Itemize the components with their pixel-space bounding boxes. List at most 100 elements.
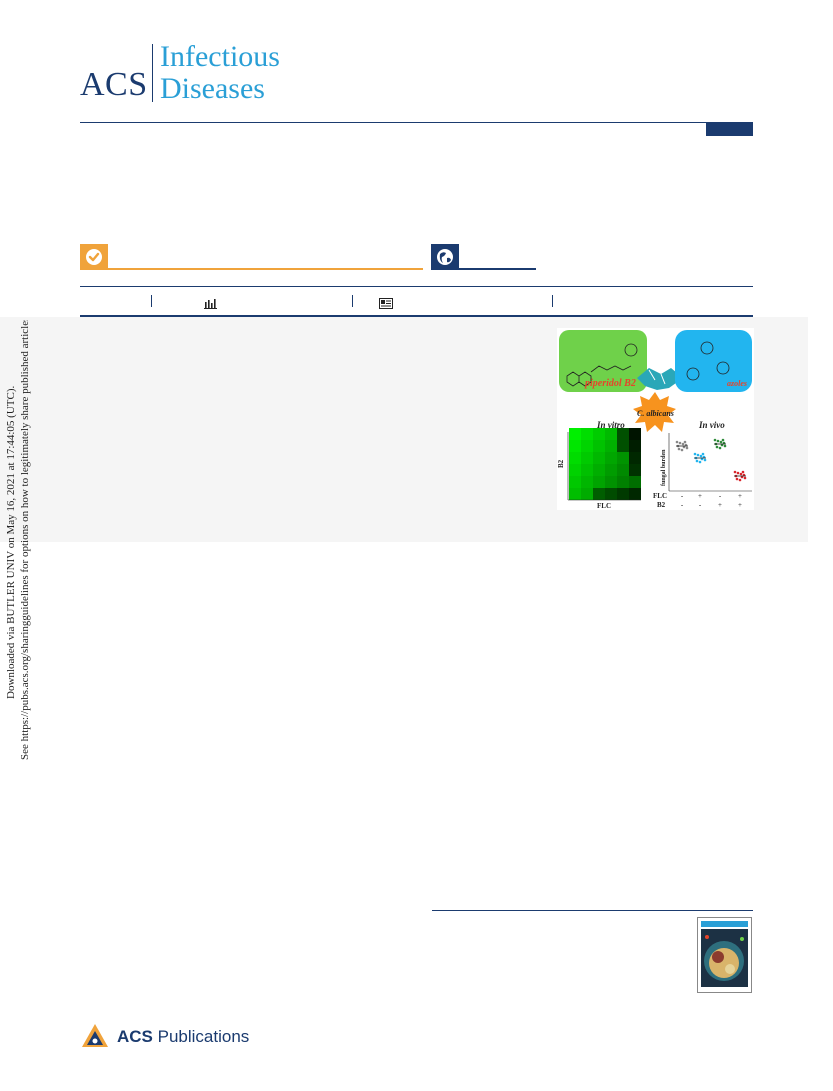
invivo-y-label: fungal burden xyxy=(661,449,667,486)
scatter-point xyxy=(681,442,685,446)
heatmap-cell xyxy=(581,464,593,476)
metrics-separator xyxy=(552,295,553,307)
heatmap-cell xyxy=(581,476,593,488)
heatmap-cell xyxy=(593,440,605,452)
scatter-point xyxy=(723,444,727,448)
heatmap-cell xyxy=(605,488,617,500)
heatmap-cell xyxy=(629,452,641,464)
journal-logo-acs: ACS xyxy=(80,66,148,103)
treatment-sign: + xyxy=(718,501,722,509)
heatmap-cell xyxy=(581,440,593,452)
azoles-box xyxy=(675,330,752,392)
publisher-suffix: Publications xyxy=(152,1027,250,1046)
scatter-point xyxy=(718,446,722,450)
metrics-separator xyxy=(352,295,353,307)
scatter-point xyxy=(703,458,707,462)
metrics-bar-top-rule xyxy=(80,286,753,287)
heatmap-cell xyxy=(581,428,593,440)
scatter-point xyxy=(696,453,700,457)
download-notice: Downloaded via BUTLER UNIV on May 16, 20… xyxy=(0,314,44,760)
check-circle-icon[interactable] xyxy=(80,244,108,270)
bar-chart-icon[interactable] xyxy=(204,296,217,314)
in-vivo-label: In vivo xyxy=(698,420,725,430)
organism-label: C. albicans xyxy=(637,409,674,418)
heatmap-cell xyxy=(629,464,641,476)
treatment-sign: - xyxy=(699,501,702,509)
checkerboard-heatmap xyxy=(569,428,641,500)
heatmap-cell xyxy=(581,452,593,464)
publisher-prefix: ACS xyxy=(117,1027,153,1046)
scatter-point xyxy=(719,440,723,444)
metrics-separator xyxy=(151,295,152,307)
treatment-sign: - xyxy=(719,492,722,500)
scatter-point xyxy=(680,448,684,452)
scatter-point xyxy=(733,470,737,474)
heatmap-cell xyxy=(605,428,617,440)
heatmap-cell xyxy=(605,440,617,452)
heatmap-cell xyxy=(593,452,605,464)
article-type-tab xyxy=(706,123,753,136)
heatmap-cell xyxy=(629,428,641,440)
row1-label: FLC xyxy=(653,492,667,500)
scatter-point xyxy=(693,452,697,456)
heatmap-cell xyxy=(593,488,605,500)
heatmap-cell xyxy=(605,464,617,476)
scatter-point xyxy=(743,476,747,480)
heatmap-cell xyxy=(569,464,581,476)
heatmap-cell xyxy=(569,428,581,440)
heatmap-cell xyxy=(617,488,629,500)
scatter-point xyxy=(721,438,725,442)
globe-icon[interactable] xyxy=(431,244,459,270)
handshake-icon xyxy=(637,368,683,390)
heatmap-cell xyxy=(629,488,641,500)
journal-title-line2: Diseases xyxy=(160,72,265,105)
cite-this-rule xyxy=(108,268,423,270)
heatmap-cell xyxy=(605,476,617,488)
organism-starburst xyxy=(633,392,676,432)
heatmap-cell xyxy=(617,476,629,488)
fungal-burden-scatter xyxy=(675,438,747,482)
row2-label: B2 xyxy=(657,501,666,509)
heatmap-cell xyxy=(605,452,617,464)
heatmap-cell xyxy=(569,452,581,464)
heatmap-cell xyxy=(593,476,605,488)
acs-publications-wordmark[interactable]: ACS Publications xyxy=(117,1027,249,1047)
left-compound-label: piperidol B2 xyxy=(584,378,636,389)
scatter-point xyxy=(741,470,745,474)
metrics-bar-bottom-rule xyxy=(80,315,753,317)
footer-rule xyxy=(432,910,753,911)
invitro-y-label: B2 xyxy=(557,459,565,468)
treatment-sign: + xyxy=(738,492,742,500)
document-icon[interactable] xyxy=(379,296,393,314)
journal-cover-thumbnail[interactable] xyxy=(697,917,752,993)
scatter-point xyxy=(698,460,702,464)
logo-divider xyxy=(152,44,153,102)
heatmap-cell xyxy=(617,452,629,464)
heatmap-cell xyxy=(593,464,605,476)
heatmap-cell xyxy=(617,440,629,452)
scatter-point xyxy=(677,447,681,451)
in-vitro-label: In vitro xyxy=(596,420,625,430)
heatmap-cell xyxy=(617,464,629,476)
heatmap-cell xyxy=(593,428,605,440)
heatmap-cell xyxy=(581,488,593,500)
right-compound-label: azoles xyxy=(727,379,747,388)
heatmap-cell xyxy=(569,488,581,500)
scatter-point xyxy=(738,478,742,482)
scatter-point xyxy=(683,440,687,444)
piperidol-b2-box xyxy=(559,330,647,392)
treatment-signs: -+-+--++ xyxy=(681,492,742,509)
invitro-x-label: FLC xyxy=(597,502,611,510)
scatter-point xyxy=(735,477,739,481)
download-notice-line1: Downloaded via BUTLER UNIV on May 16, 20… xyxy=(5,385,17,699)
scatter-point xyxy=(739,472,743,476)
treatment-sign: - xyxy=(681,492,684,500)
scatter-point xyxy=(715,445,719,449)
scatter-point xyxy=(713,438,717,442)
heatmap-cell xyxy=(569,476,581,488)
treatment-sign: + xyxy=(698,492,702,500)
treatment-sign: + xyxy=(738,501,742,509)
heatmap-cell xyxy=(629,476,641,488)
heatmap-cell xyxy=(617,428,629,440)
scatter-point xyxy=(699,454,703,458)
